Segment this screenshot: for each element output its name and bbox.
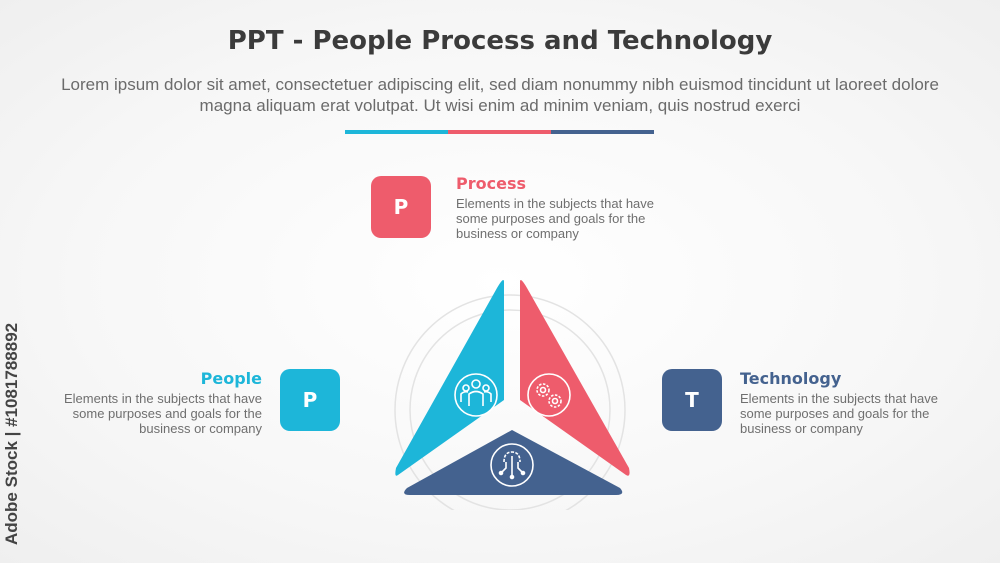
ppt-triangle-diagram: [394, 280, 630, 510]
technology-description: Elements in the subjects that have some …: [740, 391, 939, 436]
stock-watermark: Adobe Stock | #1081788892: [2, 322, 21, 546]
people-group-icon: [454, 373, 498, 417]
people-description: Elements in the subjects that have some …: [63, 391, 262, 436]
people-segment: [395, 280, 504, 476]
process-description: Elements in the subjects that have some …: [456, 196, 655, 241]
technology-heading: Technology: [740, 369, 842, 388]
page-subtitle: Lorem ipsum dolor sit amet, consectetuer…: [61, 75, 939, 115]
technology-badge: T: [662, 369, 722, 431]
page-title: PPT - People Process and Technology: [227, 26, 773, 56]
divider-bar-process: [448, 130, 551, 134]
inner-ring: [409, 309, 611, 510]
process-badge: P: [371, 176, 431, 238]
process-heading: Process: [456, 174, 526, 193]
technology-segment: [404, 430, 623, 495]
people-badge: P: [280, 369, 340, 431]
divider-bar-technology: [551, 130, 654, 134]
people-heading: People: [200, 369, 262, 388]
process-segment: [520, 280, 630, 476]
circuit-gear-icon: [490, 443, 534, 487]
divider-bar-people: [345, 130, 448, 134]
gears-icon: [527, 373, 571, 417]
outer-ring: [394, 294, 626, 510]
